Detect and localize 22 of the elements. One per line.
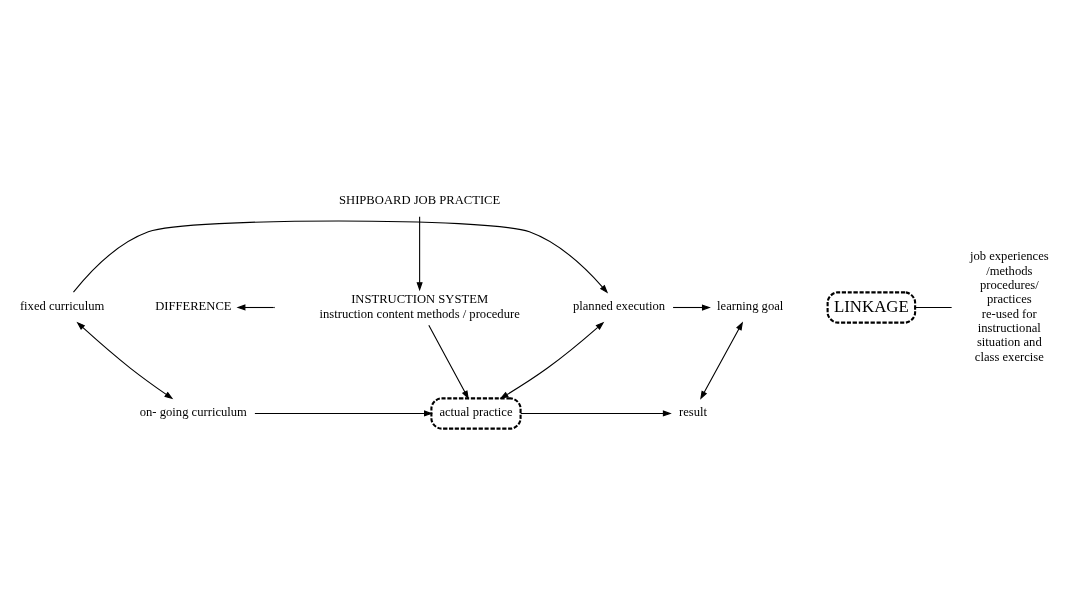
arrow <box>499 321 605 399</box>
node-text: learning goal <box>717 298 784 313</box>
arrow <box>254 409 433 417</box>
node-text: planned execution <box>572 298 666 313</box>
arrow <box>428 324 469 399</box>
arrow <box>672 303 711 311</box>
node-text: fixed curriculum <box>19 298 105 313</box>
arrow <box>700 320 744 400</box>
node-box: LINKAGE <box>826 290 917 324</box>
arrow <box>520 409 672 417</box>
arrow <box>236 303 275 311</box>
connector <box>914 306 953 308</box>
node-text: INSTRUCTION SYSTEM instruction content methods / procedure <box>319 291 520 321</box>
node-text: job experiences /methods procedures/ practices re-used for instructional situation and class exercise <box>969 248 1049 363</box>
arrow <box>416 215 423 291</box>
node-box: actual practice <box>430 396 522 430</box>
node-text: DIFFERENCE <box>155 298 232 313</box>
node-text: on- going curriculum <box>139 404 247 419</box>
node-text: result <box>679 404 708 419</box>
node-text: SHIPBOARD JOB PRACTICE <box>339 192 501 207</box>
arrow <box>72 219 609 293</box>
arrow <box>76 321 174 399</box>
